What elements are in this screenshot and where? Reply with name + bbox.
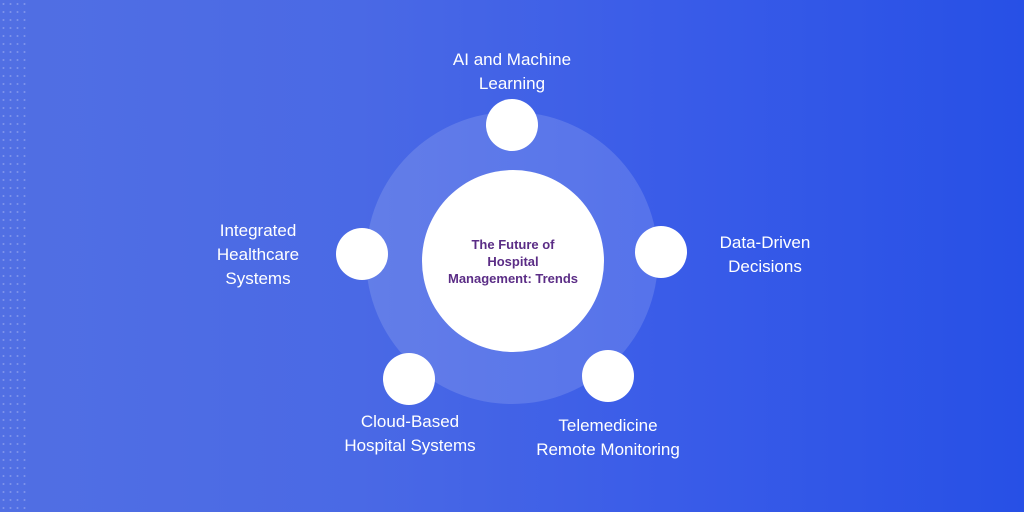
- node-data-driven-decisions: [635, 226, 687, 278]
- label-data-driven-decisions: Data-Driven Decisions: [719, 233, 811, 276]
- label-ai-machine-learning: AI and Machine Learning: [452, 50, 572, 93]
- center-hub: The Future of Hospital Management: Trend…: [422, 170, 604, 352]
- node-ai-machine-learning: [486, 99, 538, 151]
- dot-pattern-decoration: [0, 0, 26, 512]
- node-cloud-based-systems: [383, 353, 435, 405]
- label-integrated-healthcare: Integrated Healthcare Systems: [216, 221, 300, 288]
- label-telemedicine: Telemedicine Remote Monitoring: [536, 416, 680, 459]
- center-title: The Future of Hospital Management: Trend…: [447, 236, 579, 286]
- node-integrated-healthcare: [336, 228, 388, 280]
- label-cloud-based-systems: Cloud-Based Hospital Systems: [344, 412, 476, 455]
- node-telemedicine: [582, 350, 634, 402]
